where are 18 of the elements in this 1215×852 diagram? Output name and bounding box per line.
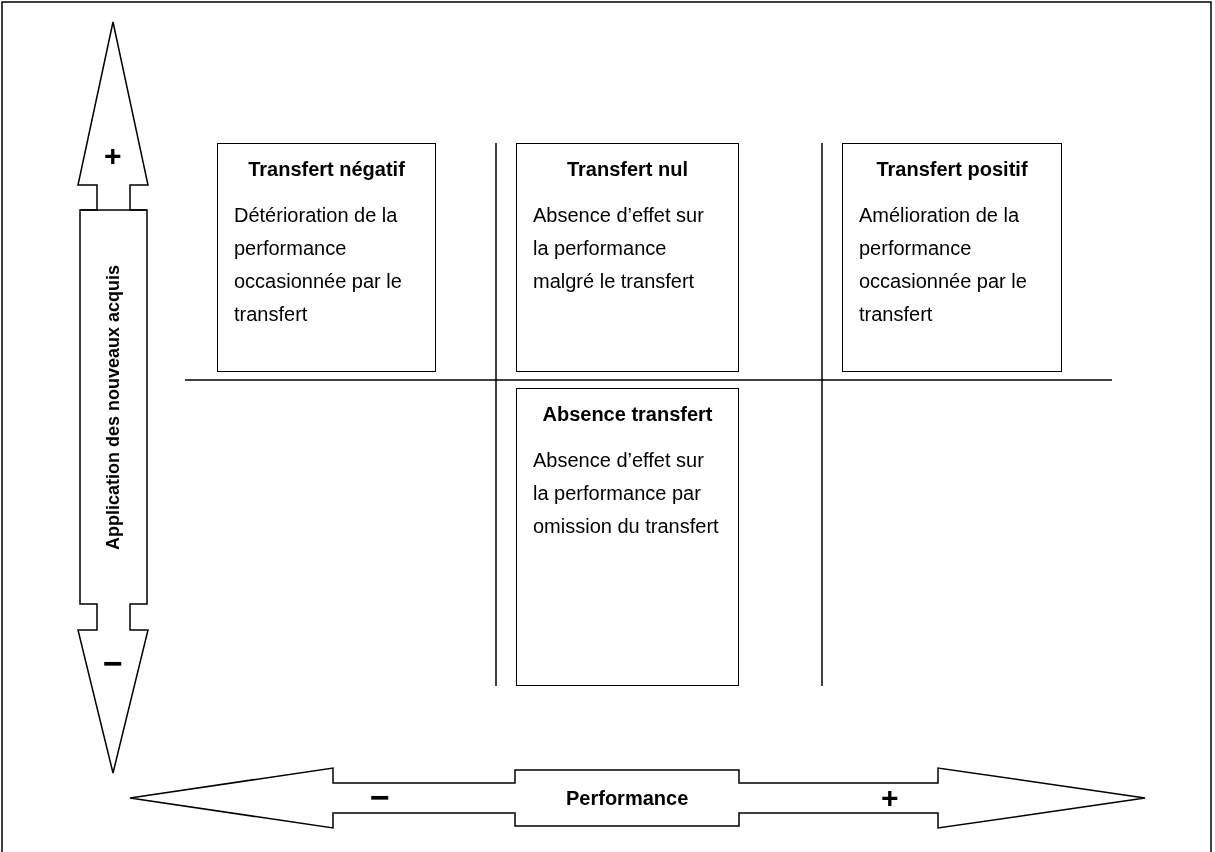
plus-sign: + [881, 781, 899, 815]
box-heading: Absence transfert [541, 403, 714, 426]
plus-sign: + [104, 139, 122, 173]
box-description: Absence d’effet sur la performance par omission du transfert [533, 448, 720, 539]
box-description: Amélioration de la performance occasionnée par le transfert [859, 203, 1028, 327]
axis-label: Performance [566, 786, 689, 810]
axis-label: Application des nouveaux acquis [102, 264, 124, 550]
box-heading: Transfert positif [875, 158, 1029, 181]
quadrant-box [842, 143, 1062, 372]
quadrant-box [217, 143, 436, 372]
quadrant-box [516, 143, 739, 372]
box-description: Absence d’effet sur la performance malgré le transfert [533, 203, 705, 294]
box-description: Détérioration de la performance occasionnée par le transfert [234, 203, 403, 327]
quadrant-box [516, 388, 739, 686]
minus-sign: − [103, 643, 123, 683]
box-heading: Transfert négatif [247, 158, 406, 181]
box-heading: Transfert nul [565, 158, 690, 181]
minus-sign: − [370, 777, 390, 817]
